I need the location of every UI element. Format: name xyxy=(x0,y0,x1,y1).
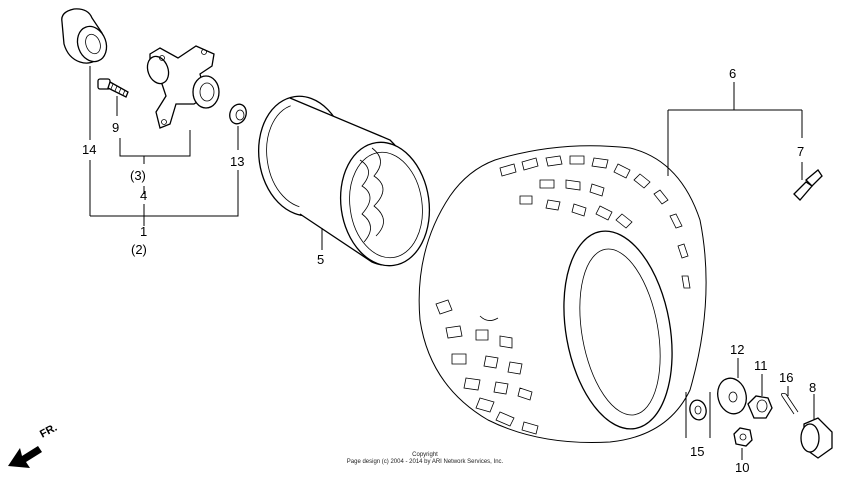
callout-15: 15 xyxy=(690,444,704,459)
copyright-line-1: Copyright xyxy=(412,452,438,458)
callout-8: 8 xyxy=(809,380,816,395)
callout-16: 16 xyxy=(779,370,793,385)
part-6-tire xyxy=(418,145,707,443)
part-10-nut xyxy=(733,427,753,447)
callout-7: 7 xyxy=(797,144,804,159)
part-9-bolt xyxy=(97,78,129,98)
part-15-washer xyxy=(689,399,707,421)
part-11-castle-nut xyxy=(747,395,773,419)
part-3-hub xyxy=(146,45,220,129)
callout-14: 14 xyxy=(82,142,96,157)
callouts: 14 9 (3) 4 1 (2) 13 5 6 7 12 11 16 8 15 … xyxy=(82,66,816,475)
callout-9: 9 xyxy=(112,120,119,135)
part-12-washer xyxy=(717,377,747,415)
callout-2: (2) xyxy=(131,242,147,257)
part-14-hub-cap xyxy=(61,8,108,64)
callout-4: 4 xyxy=(140,188,147,203)
part-13-bearing xyxy=(229,103,247,125)
callout-5: 5 xyxy=(317,252,324,267)
front-direction-arrow-icon xyxy=(8,446,42,468)
callout-3: (3) xyxy=(130,168,146,183)
part-16-cotter-pin xyxy=(781,392,799,415)
callout-12: 12 xyxy=(730,342,744,357)
part-8-cap xyxy=(800,417,833,459)
callout-13: 13 xyxy=(230,154,244,169)
callout-1: 1 xyxy=(140,224,147,239)
part-5-rim xyxy=(257,95,431,267)
callout-10: 10 xyxy=(735,460,749,475)
copyright-line-2: Page design (c) 2004 - 2014 by ARI Netwo… xyxy=(346,459,504,465)
callout-11: 11 xyxy=(754,358,768,373)
leader-lines xyxy=(89,66,815,460)
callout-6: 6 xyxy=(729,66,736,81)
copyright-notice: Copyright Page design (c) 2004 - 2014 by… xyxy=(330,452,520,466)
part-7-valve-stem xyxy=(793,169,823,201)
